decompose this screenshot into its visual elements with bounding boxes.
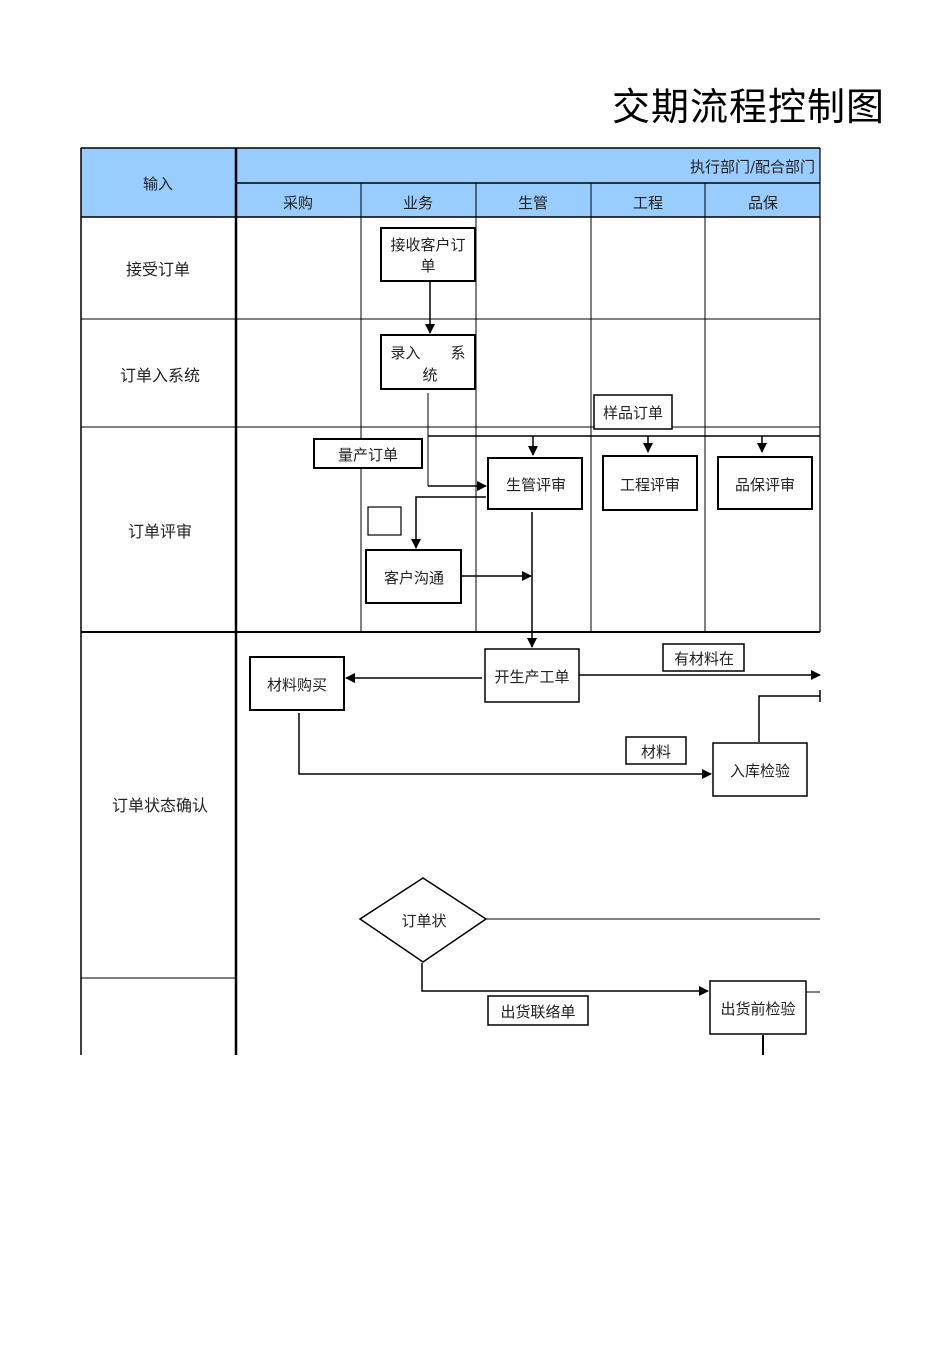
node-enter-system-line2: 统 [422, 366, 437, 384]
dept-pmc: 生管 [518, 194, 548, 212]
page-title: 交期流程控制图 [612, 85, 886, 129]
header-input-label: 输入 [143, 175, 173, 193]
node-pre-ship-inspection-text: 出货前检验 [720, 1000, 795, 1018]
table-grid [80, 147, 821, 1055]
node-order-status-text: 订单状 [401, 912, 446, 930]
node-receive-order-line1: 接收客户订 [390, 236, 465, 254]
node-qa-review: 品保评审 [717, 456, 813, 510]
row-label-order-review: 订单评审 [128, 522, 192, 541]
node-pmc-review: 生管评审 [487, 457, 583, 510]
label-sample-order: 样品订单 [593, 394, 673, 430]
node-customer-comm-text: 客户沟通 [384, 569, 444, 587]
dept-engineering: 工程 [633, 194, 663, 212]
dept-sales: 业务 [403, 194, 433, 212]
node-order-status-decision: 订单状 [358, 877, 488, 963]
label-mass-order-text: 量产订单 [338, 446, 398, 464]
node-incoming-inspection-text: 入库检验 [730, 762, 790, 780]
node-material-purchase: 材料购买 [249, 656, 345, 711]
node-qa-review-text: 品保评审 [735, 476, 795, 494]
arrow-to-customer-comm [411, 496, 486, 549]
connectors [298, 281, 821, 1055]
arrow-to-pre-ship [421, 963, 709, 996]
arrow-to-incoming-inspection [298, 713, 712, 779]
line-inspection-up [758, 695, 820, 742]
header-exec-label: 执行部门/配合部门 [690, 158, 815, 176]
node-open-work-order-text: 开生产工单 [494, 668, 569, 686]
header-input-cell [81, 148, 236, 217]
dept-qa: 品保 [748, 194, 778, 212]
row-label-enter-system: 订单入系统 [120, 366, 200, 385]
node-eng-review-text: 工程评审 [620, 476, 680, 494]
node-receive-order: 接收客户订 单 [380, 227, 476, 282]
node-material-purchase-text: 材料购买 [267, 676, 327, 694]
label-sample-order-text: 样品订单 [603, 404, 663, 422]
label-shipping-notice-text: 出货联络单 [500, 1003, 575, 1021]
node-enter-system-line1: 录入 系 [390, 344, 465, 362]
label-mass-order: 量产订单 [313, 438, 423, 469]
node-pmc-review-text: 生管评审 [506, 476, 566, 494]
row-label-order-status: 订单状态确认 [112, 796, 208, 815]
label-material-text: 材料 [641, 743, 671, 761]
node-incoming-inspection: 入库检验 [712, 742, 808, 797]
label-material-available-text: 有材料在 [674, 650, 734, 668]
node-open-work-order: 开生产工单 [484, 648, 580, 703]
node-enter-system: 录入 系 统 [380, 334, 476, 390]
label-material-available: 有材料在 [662, 643, 745, 672]
empty-box [367, 506, 402, 536]
node-receive-order-line2: 单 [420, 257, 435, 275]
node-customer-comm: 客户沟通 [365, 549, 462, 604]
node-pre-ship-inspection: 出货前检验 [709, 980, 807, 1035]
row-label-receive-order: 接受订单 [126, 260, 190, 279]
node-eng-review: 工程评审 [602, 455, 698, 511]
label-shipping-notice: 出货联络单 [487, 995, 589, 1026]
label-material: 材料 [625, 736, 687, 765]
dept-purchasing: 采购 [283, 194, 313, 212]
